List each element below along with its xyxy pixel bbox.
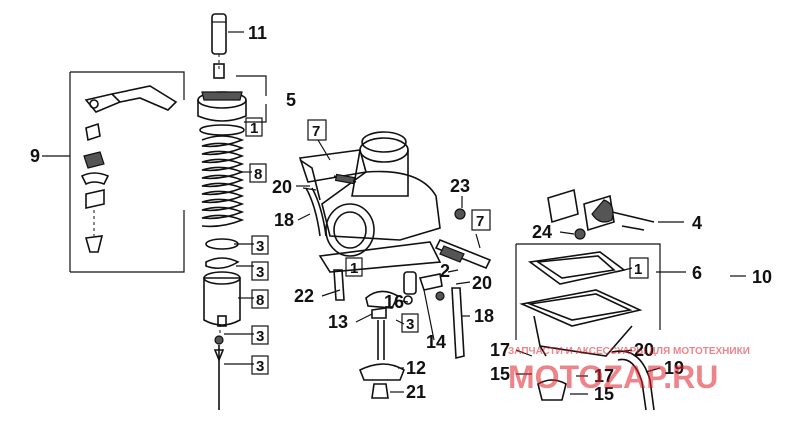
watermark-brand: MOTOZAP.RU xyxy=(508,359,718,395)
callout-7-top: 7 xyxy=(312,123,320,140)
callout-10: 10 xyxy=(752,267,772,287)
callout-5: 5 xyxy=(286,90,296,110)
callout-3-jet: 3 xyxy=(406,316,414,333)
callout-4: 4 xyxy=(692,213,702,233)
callout-22: 22 xyxy=(294,286,314,306)
callout-19: 19 xyxy=(664,358,684,378)
callout-9: 9 xyxy=(30,146,40,166)
slide-assembly-drawing xyxy=(197,13,247,410)
cable-bracket-kit-drawing xyxy=(42,71,185,273)
callout-24: 24 xyxy=(532,222,552,242)
callout-18-right: 18 xyxy=(474,306,494,326)
callout-11: 11 xyxy=(248,23,267,43)
callout-20-mid: 20 xyxy=(472,273,492,293)
callout-2: 2 xyxy=(440,261,450,281)
callout-21: 21 xyxy=(406,382,426,402)
callout-20-right: 20 xyxy=(634,340,654,360)
callout-7-right: 7 xyxy=(476,213,484,230)
jets-drawing xyxy=(333,269,465,399)
callout-1-gasket: 1 xyxy=(634,261,642,278)
callout-14: 14 xyxy=(426,332,446,352)
carburetor-body-drawing xyxy=(298,131,492,273)
callout-1-mid: 1 xyxy=(350,260,358,277)
callout-8-spring: 8 xyxy=(254,166,262,183)
callout-23: 23 xyxy=(450,176,470,196)
callout-12: 12 xyxy=(406,358,426,378)
callout-1-top: 1 xyxy=(250,120,258,137)
callout-13: 13 xyxy=(328,312,348,332)
callout-boxes xyxy=(245,117,649,375)
callout-3-needle: 3 xyxy=(256,358,264,375)
callout-15-left: 15 xyxy=(490,364,510,384)
callout-15-right: 15 xyxy=(594,384,614,404)
watermark: ЗАПЧАСТИ И АКСЕССУАРЫ ДЛЯ МОТОТЕХНИКИ MO… xyxy=(508,346,750,395)
leader-lines xyxy=(224,31,686,395)
callout-17-left: 17 xyxy=(490,340,510,360)
callout-18-left: 18 xyxy=(274,210,294,230)
float-bowl-drawing xyxy=(515,188,746,411)
callout-16: 16 xyxy=(384,292,404,312)
watermark-tagline: ЗАПЧАСТИ И АКСЕССУАРЫ ДЛЯ МОТОТЕХНИКИ xyxy=(508,346,750,357)
callout-17-right: 17 xyxy=(594,366,614,386)
callout-3-washer: 3 xyxy=(256,238,264,255)
callout-3-clip: 3 xyxy=(256,264,264,281)
callout-6: 6 xyxy=(692,263,702,283)
callout-3-ring: 3 xyxy=(256,328,264,345)
callout-20-left: 20 xyxy=(272,177,292,197)
callout-labels: 11 5 1 9 8 3 3 8 3 3 7 20 18 23 7 1 2 20… xyxy=(30,23,772,404)
callout-8-slide: 8 xyxy=(256,292,264,309)
